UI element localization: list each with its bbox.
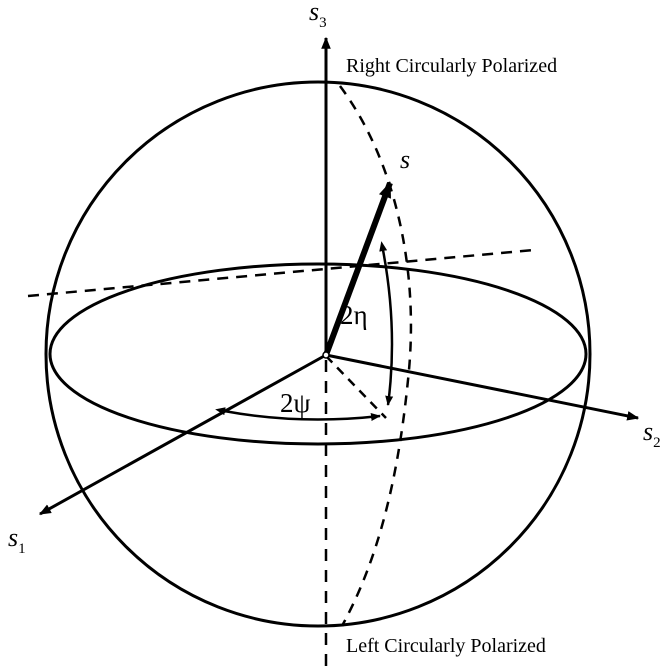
s1-axis [38,353,327,516]
eta-angle-label: 2η [340,300,368,330]
sphere-outline [44,80,592,628]
meridian-dashed [338,85,413,627]
equator-ellipse [48,262,588,446]
psi-angle-label: 2ψ [280,388,311,418]
s1-label-sub: 1 [18,541,26,557]
s3-label-sub: 3 [319,15,327,31]
origin-point [322,351,330,359]
left-circular-pole-label: Left Circularly Polarized [346,635,546,657]
s2-label-main: s [643,417,653,446]
s1-axis-label: s1 [8,523,26,557]
s2-axis [325,353,640,421]
eta-angle-arc [379,241,394,406]
s1-label-main: s [8,523,18,552]
s-vector-label: s [400,145,410,174]
s3-label-main: s [309,0,319,26]
right-circular-pole-label: Right Circularly Polarized [346,55,557,77]
s-vector [323,181,393,357]
s2-label-sub: 2 [653,435,661,451]
s3-axis-label: s3 [309,0,327,31]
psi-angle-arc [215,407,381,421]
dashed-diagonal-line [27,248,535,298]
s2-axis-label: s2 [643,417,661,451]
